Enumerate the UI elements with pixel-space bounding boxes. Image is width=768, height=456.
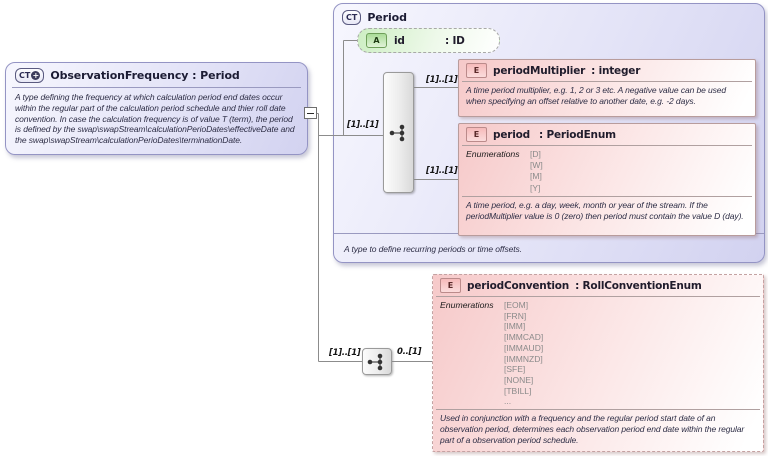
element-periodconvention-description: Used in conjunction with a frequency and… xyxy=(440,413,745,445)
element-periodmultiplier-box[interactable]: E periodMultiplier : integer A time peri… xyxy=(458,59,756,117)
observation-frequency-header: CT+ ObservationFrequency : Period xyxy=(12,63,301,88)
element-name: period xyxy=(493,128,530,141)
period-type-annotation: A type to define recurring periods or ti… xyxy=(344,244,522,254)
enum-value: [IMM] xyxy=(504,321,526,332)
periodconvention-enumerations: Enumerations [EOM] [FRN] [IMM] [IMMCAD] … xyxy=(440,300,544,407)
enum-value: [W] xyxy=(530,160,543,171)
minus-icon xyxy=(307,112,314,114)
period-type-footer: A type to define recurring periods or ti… xyxy=(334,233,764,262)
attribute-icon: A xyxy=(366,33,387,48)
enum-value: [IMMAUD] xyxy=(504,342,544,353)
enum-value: [Y] xyxy=(530,182,541,193)
plus-icon: + xyxy=(31,71,41,80)
complex-type-plus-icon: CT+ xyxy=(15,68,45,83)
enum-value: [D] xyxy=(530,149,541,159)
periodconvention-enumeration-values: [EOM] [FRN] [IMM] [IMMCAD] [IMMAUD] [IMM… xyxy=(504,300,543,407)
cardinality-label: [1]..[1] xyxy=(426,166,458,176)
sequence-icon xyxy=(389,124,404,141)
enum-value: [SFE] xyxy=(504,364,526,375)
sequence-icon xyxy=(367,353,383,370)
period-type-header: CT Period xyxy=(342,10,407,25)
enum-value: [M] xyxy=(530,171,542,182)
enum-value: [NONE] xyxy=(504,374,534,385)
cardinality-label: [1]..[1] xyxy=(329,348,361,358)
element-periodconvention-header: E periodConvention : RollConventionEnum xyxy=(436,275,760,297)
element-period-box[interactable]: E period : PeriodEnum Enumerations [D] [… xyxy=(458,123,756,236)
element-type: : PeriodEnum xyxy=(539,128,616,141)
element-periodmultiplier-description: A time period multiplier, e.g. 1, 2 or 3… xyxy=(466,85,727,106)
element-periodconvention-box[interactable]: E periodConvention : RollConventionEnum … xyxy=(432,274,764,452)
element-icon: E xyxy=(440,278,461,293)
enum-value: [IMMNZD] xyxy=(504,353,543,364)
element-name: periodMultiplier xyxy=(493,64,586,77)
element-icon: E xyxy=(466,63,487,78)
observation-frequency-description: A type defining the frequency at which c… xyxy=(15,92,295,146)
complex-type-icon: CT xyxy=(342,10,362,25)
enum-value: [IMMCAD] xyxy=(504,332,544,343)
period-enumeration-values: [D] [W] [M] [Y] xyxy=(530,149,543,194)
element-type: : integer xyxy=(591,64,641,77)
period-type-title: Period xyxy=(367,11,407,24)
enum-value: [EOM] xyxy=(504,300,529,310)
cardinality-label: 0..[1] xyxy=(397,347,422,357)
sequence-connector-bottom[interactable] xyxy=(362,348,392,375)
element-periodmultiplier-header: E periodMultiplier : integer xyxy=(462,60,752,82)
element-type: : RollConventionEnum xyxy=(575,279,702,292)
element-period-description: A time period, e.g. a day, week, month o… xyxy=(466,199,744,221)
period-enumerations: Enumerations [D] [W] [M] [Y] xyxy=(466,149,543,194)
enum-value: ... xyxy=(504,396,512,407)
observation-frequency-title: ObservationFrequency : Period xyxy=(50,69,240,82)
collapse-handle[interactable] xyxy=(304,107,317,119)
cardinality-label: [1]..[1] xyxy=(426,75,458,85)
enum-value: [TBILL] xyxy=(504,385,532,396)
attribute-id-box[interactable]: A id : ID xyxy=(357,28,500,53)
element-period-header: E period : PeriodEnum xyxy=(462,124,752,146)
cardinality-label: [1]..[1] xyxy=(347,120,379,130)
enum-value: [FRN] xyxy=(504,310,527,321)
observation-frequency-box[interactable]: CT+ ObservationFrequency : Period A type… xyxy=(5,62,308,155)
element-name: periodConvention xyxy=(467,279,570,292)
sequence-connector[interactable] xyxy=(383,72,414,193)
element-icon: E xyxy=(466,127,487,142)
attribute-type: : ID xyxy=(445,34,465,47)
attribute-name: id xyxy=(394,34,405,47)
